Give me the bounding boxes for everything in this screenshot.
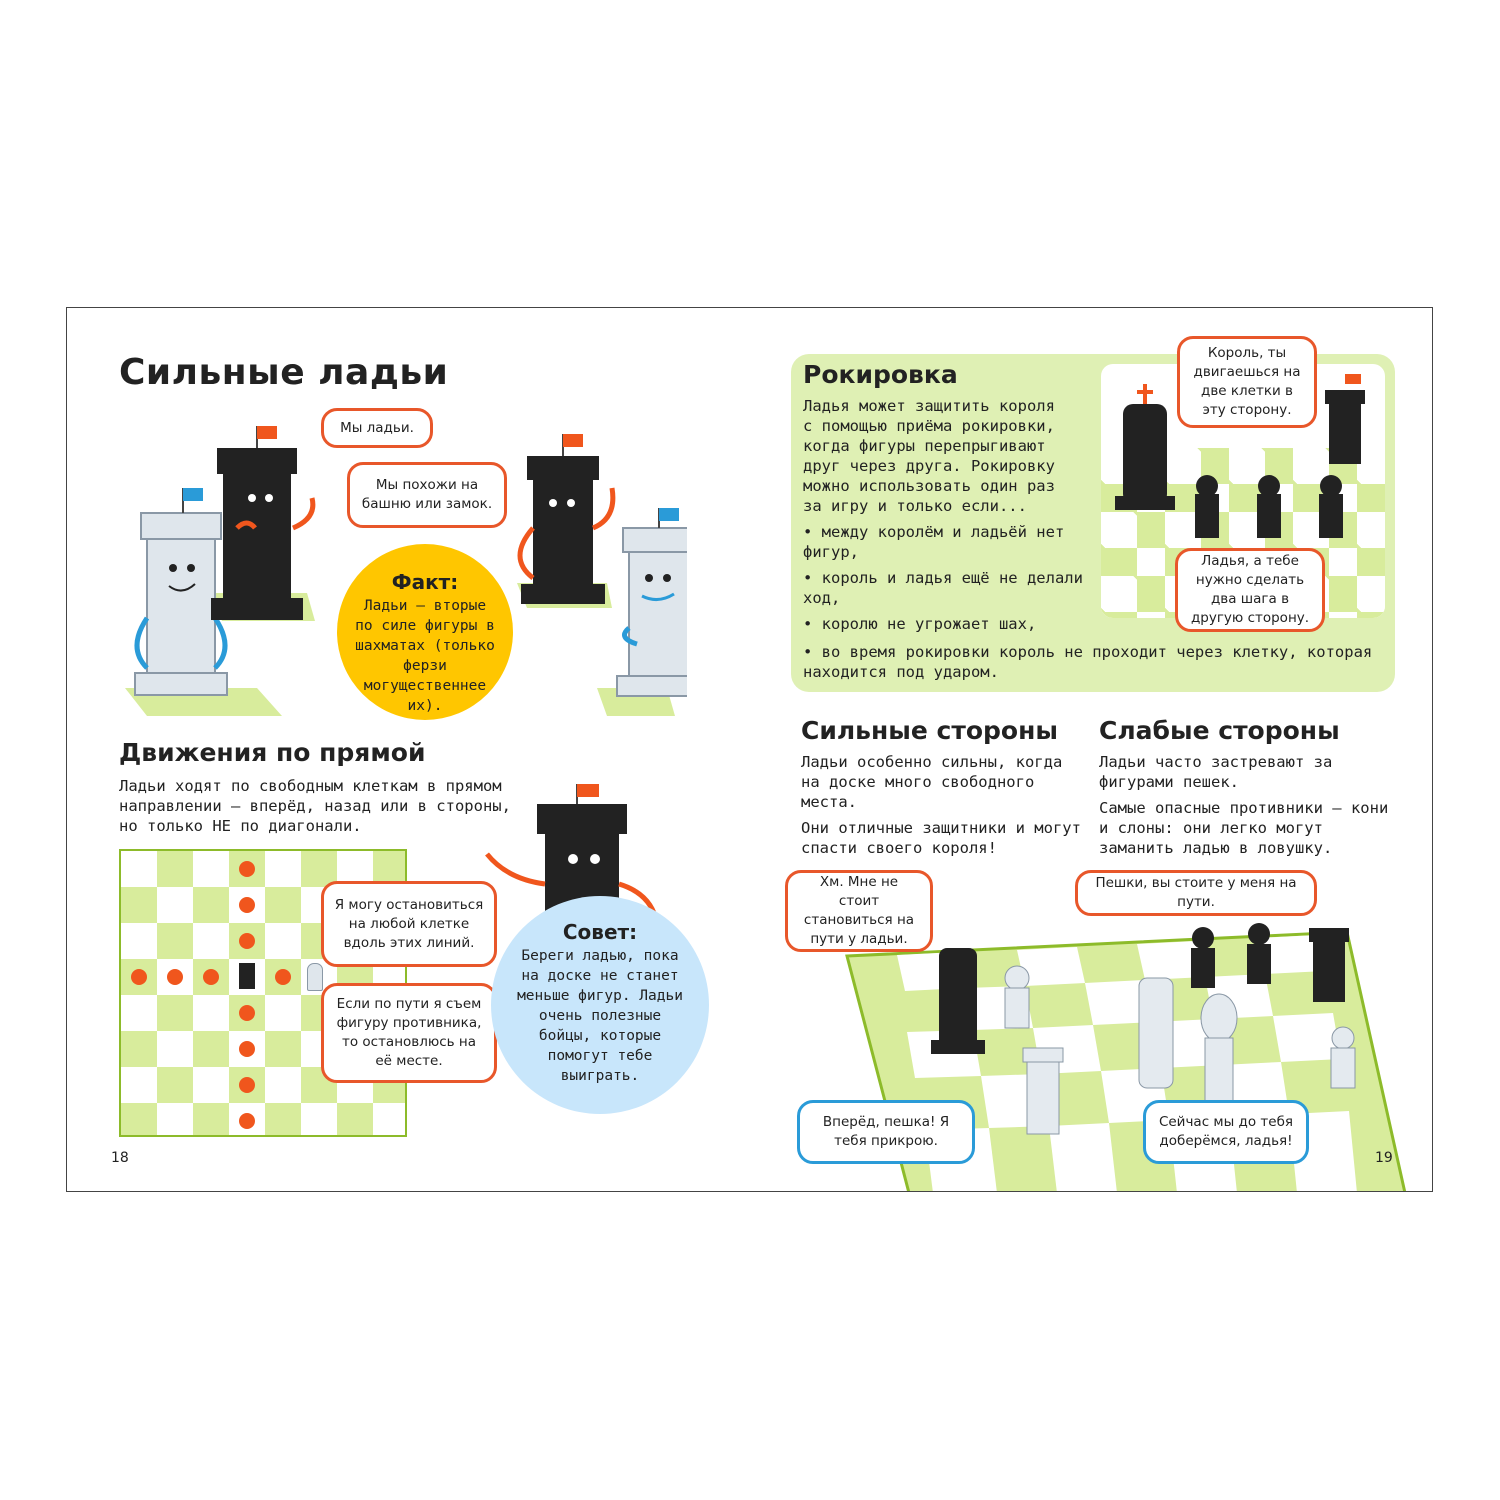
battle-white-king bbox=[1138, 977, 1174, 1089]
castling-rook bbox=[1325, 374, 1365, 464]
move-dot bbox=[239, 1077, 255, 1093]
condition-item: • королю не угрожает шах, bbox=[803, 615, 1037, 633]
castling-pawn-2 bbox=[1257, 475, 1281, 538]
rooks-illustration bbox=[125, 426, 687, 716]
battle-black-king bbox=[931, 948, 985, 1054]
move-dot bbox=[239, 1113, 255, 1129]
battle-black-pawn-1 bbox=[1191, 927, 1215, 988]
condition-item: • между королём и ладьёй нет фигур, bbox=[803, 523, 1065, 561]
white-rook-right bbox=[616, 508, 687, 697]
speech-bubble-forward: Вперёд, пешка! Я тебя прикрою. bbox=[797, 1100, 975, 1164]
board-pawn-icon bbox=[307, 963, 323, 991]
condition-item: • король и ладья ещё не делали ход, bbox=[803, 569, 1083, 607]
weaknesses-title: Слабые стороны bbox=[1099, 716, 1340, 745]
battle-black-rook bbox=[1309, 928, 1349, 1002]
speech-bubble-tower: Мы похожи на башню или замок. bbox=[347, 462, 507, 528]
castling-pieces bbox=[1115, 374, 1365, 538]
battle-white-rook bbox=[1022, 1047, 1064, 1135]
move-dot bbox=[239, 933, 255, 949]
fact-circle: Факт: Ладьи — вторые по силе фигуры в ша… bbox=[337, 544, 513, 720]
battle-white-pawn-1 bbox=[1004, 965, 1030, 1029]
weaknesses-text-2: Самые опасные противники — кони и слоны:… bbox=[1099, 799, 1389, 857]
castling-pawn-3 bbox=[1319, 475, 1343, 538]
condition-item-last: • во время рокировки король не проходит … bbox=[803, 643, 1373, 681]
strengths-text-2: Они отличные защитники и могут спасти св… bbox=[801, 819, 1081, 857]
move-dot bbox=[239, 897, 255, 913]
board-rook-icon bbox=[239, 963, 255, 989]
castling-conditions: • между королём и ладьёй нет фигур, • ко… bbox=[803, 522, 1091, 640]
speech-bubble-rook: Ладья, а тебе нужно сделать два шага в д… bbox=[1175, 548, 1325, 632]
tip-circle: Совет: Береги ладью, пока на доске не ст… bbox=[491, 896, 709, 1114]
speech-bubble-stop-anywhere: Я могу остановиться на любой клетке вдол… bbox=[321, 881, 497, 967]
move-dot bbox=[239, 1005, 255, 1021]
fact-title: Факт: bbox=[391, 570, 459, 594]
page-number-left: 18 bbox=[111, 1150, 129, 1166]
move-dot bbox=[203, 969, 219, 985]
castling-king bbox=[1115, 384, 1175, 510]
strengths-title: Сильные стороны bbox=[801, 716, 1058, 745]
weaknesses-text-1: Ладьи часто застревают за фигурами пешек… bbox=[1099, 753, 1333, 791]
speech-bubble-reach: Сейчас мы до тебя доберёмся, ладья! bbox=[1143, 1100, 1309, 1164]
page-title: Сильные ладьи bbox=[119, 352, 449, 393]
castling-title: Рокировка bbox=[803, 360, 958, 389]
strengths-text-1: Ладьи особенно сильны, когда на доске мн… bbox=[801, 753, 1063, 811]
tip-text: Береги ладью, пока на доске не станет ме… bbox=[517, 948, 683, 1084]
black-rook-right bbox=[517, 434, 616, 604]
page-number-right: 19 bbox=[1375, 1150, 1393, 1166]
castling-pawn-1 bbox=[1195, 475, 1219, 538]
speech-bubble-pawns: Пешки, вы стоите у меня на пути. bbox=[1075, 870, 1317, 916]
move-dot bbox=[131, 969, 147, 985]
black-rook-left bbox=[211, 426, 316, 620]
speech-bubble-we-are-rooks: Мы ладьи. bbox=[321, 408, 433, 448]
white-rook-left bbox=[134, 488, 228, 696]
speech-bubble-capture: Если по пути я съем фигуру противника, т… bbox=[321, 983, 497, 1083]
battle-white-pawn-2 bbox=[1330, 1026, 1356, 1089]
battle-black-pawn-2 bbox=[1247, 923, 1271, 984]
castling-text: Ладья может защитить короля с помощью пр… bbox=[803, 397, 1055, 515]
movement-text: Ладьи ходят по свободным клеткам в прямо… bbox=[119, 777, 511, 835]
tip-title: Совет: bbox=[562, 920, 638, 944]
fact-text: Ладьи — вторые по силе фигуры в шахматах… bbox=[355, 598, 495, 714]
move-dot bbox=[239, 861, 255, 877]
movement-title: Движения по прямой bbox=[119, 738, 426, 767]
speech-bubble-king: Король, ты двигаешься на две клетки в эт… bbox=[1177, 336, 1317, 428]
battle-white-bishop bbox=[1200, 993, 1238, 1109]
move-dot bbox=[275, 969, 291, 985]
speech-bubble-king-hm: Хм. Мне не стоит становиться на пути у л… bbox=[785, 870, 933, 952]
move-dot bbox=[239, 1041, 255, 1057]
book-spread: Сильные ладьи bbox=[66, 307, 1433, 1192]
move-dot bbox=[167, 969, 183, 985]
